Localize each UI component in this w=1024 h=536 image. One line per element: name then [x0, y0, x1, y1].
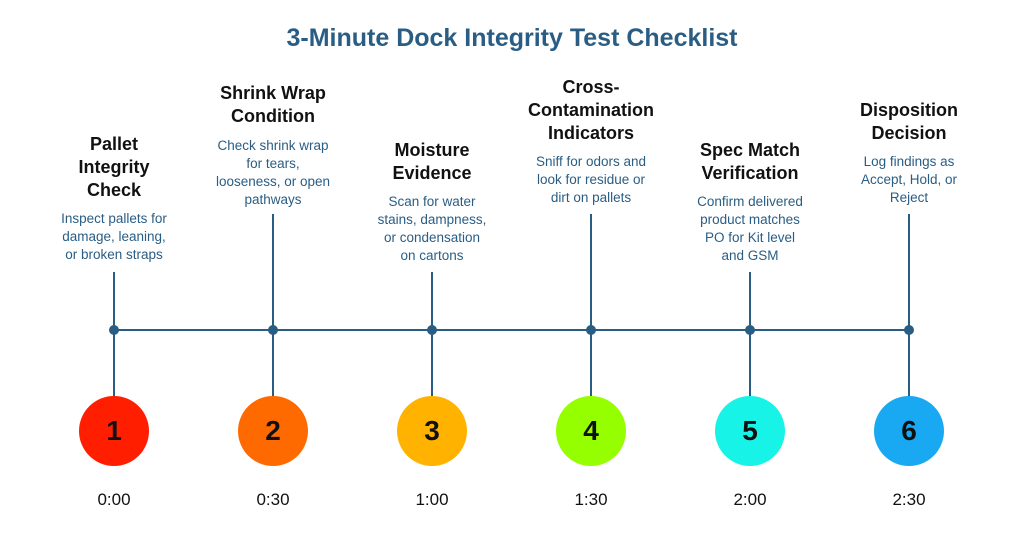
step-2-stem-lower: [272, 330, 274, 397]
step-3-stem-lower: [431, 330, 433, 397]
step-5-stem-upper: [749, 272, 751, 330]
step-5-number-circle: 5: [715, 396, 785, 466]
step-3-stem-upper: [431, 272, 433, 330]
step-5-title: Spec Match Verification: [699, 140, 801, 183]
step-2-number-circle: 2: [238, 396, 308, 466]
step-1-time: 0:00: [97, 490, 131, 509]
step-4-description: Sniff for odors and look for residue or …: [535, 154, 647, 205]
step-2-description: Check shrink wrap for tears, looseness, …: [215, 138, 331, 207]
step-6-description: Log findings as Accept, Hold, or Reject: [860, 154, 958, 205]
step-1-description: Inspect pallets for damage, leaning, or …: [61, 211, 167, 262]
step-6-number-circle: 6: [874, 396, 944, 466]
step-2-title: Shrink Wrap Condition: [220, 83, 326, 126]
step-3-title: Moisture Evidence: [392, 140, 472, 183]
step-6-stem-lower: [908, 330, 910, 397]
step-4-stem-lower: [590, 330, 592, 397]
step-5-stem-lower: [749, 330, 751, 397]
step-5-description: Confirm delivered product matches PO for…: [697, 194, 803, 263]
step-4-time: 1:30: [574, 490, 608, 509]
step-4-stem-upper: [590, 214, 592, 330]
step-4-title: Cross- Contamination Indicators: [528, 77, 654, 143]
step-3-time: 1:00: [415, 490, 449, 509]
page-title: 3-Minute Dock Integrity Test Checklist: [286, 24, 738, 52]
step-1-stem-upper: [113, 272, 115, 330]
step-6-title: Disposition Decision: [860, 100, 958, 143]
step-5-time: 2:00: [733, 490, 767, 509]
timeline-line: [114, 329, 910, 331]
step-6-time: 2:30: [892, 490, 926, 509]
step-1-title: Pallet Integrity Check: [78, 134, 150, 200]
step-3-number-circle: 3: [397, 396, 467, 466]
step-4-number-circle: 4: [556, 396, 626, 466]
step-1-stem-lower: [113, 330, 115, 397]
step-2-time: 0:30: [256, 490, 290, 509]
step-2-stem-upper: [272, 214, 274, 330]
step-6-stem-upper: [908, 214, 910, 330]
step-1-number-circle: 1: [79, 396, 149, 466]
step-3-description: Scan for water stains, dampness, or cond…: [377, 194, 487, 263]
